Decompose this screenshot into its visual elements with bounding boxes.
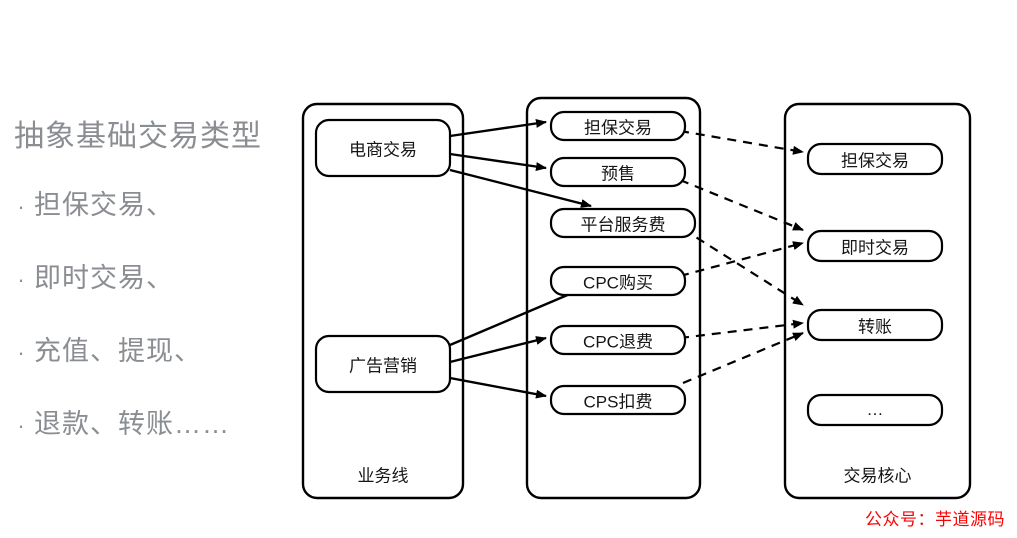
node-cpc-purchase [549,265,687,297]
node-transfer [806,308,944,342]
bullet-dot-icon: · [17,413,25,438]
node-presale [549,156,687,188]
edge-guarantee-trade-mid-to-guarantee-trade-core [679,129,804,155]
list-item: · 即时交易、 [8,256,308,295]
node-ellipsis-node [806,393,944,427]
list-item-label: 即时交易、 [34,263,174,293]
node-ad-marketing [314,334,452,394]
node-platform-service-fee [549,207,697,239]
list-item-label: 充值、提现、 [34,336,202,366]
edge-ad-marketing-to-cpc-refund [449,336,547,364]
bullet-dot-icon: · [17,340,25,365]
node-cps-deduction [549,384,687,416]
node-cpc-refund [549,324,687,356]
watermark-text: 公众号：芋道源码 [865,510,1005,529]
edge-ecommerce-trade-to-platform-service-fee [449,168,592,208]
edge-ad-marketing-to-cps-deduction [449,376,547,399]
edge-cps-deduction-to-transfer [682,331,804,385]
left-text-panel: 抽象基础交易类型 · 担保交易、 · 即时交易、 · 充值、提现、 · 退款、转… [8,120,308,475]
list-item-label: 退款、转账…… [34,409,230,439]
edge-ecommerce-trade-to-presale [449,152,547,172]
bullet-list: · 担保交易、 · 即时交易、 · 充值、提现、 · 退款、转账…… [8,183,308,441]
node-guarantee-trade-core [806,142,944,176]
node-instant-trade [806,229,944,263]
list-item: · 担保交易、 [8,183,308,222]
bullet-dot-icon: · [17,267,25,292]
edge-presale-to-instant-trade [679,178,804,232]
edge-cpc-purchase-to-instant-trade [679,241,804,278]
list-item: · 退款、转账…… [8,402,308,441]
bullet-dot-icon: · [17,194,25,219]
nodes-layer [314,110,944,427]
page-title: 抽象基础交易类型 [14,120,262,153]
edges-layer [449,118,804,399]
container-business-line [301,102,465,500]
edge-platform-service-fee-to-transfer [682,228,804,306]
list-item: · 充值、提现、 [8,329,308,368]
edge-ecommerce-trade-to-guarantee-trade-mid [449,118,547,138]
node-ecommerce-trade [314,118,452,178]
list-item-label: 担保交易、 [34,190,174,220]
edge-cpc-refund-to-transfer [679,319,804,340]
node-guarantee-trade-mid [549,110,687,142]
